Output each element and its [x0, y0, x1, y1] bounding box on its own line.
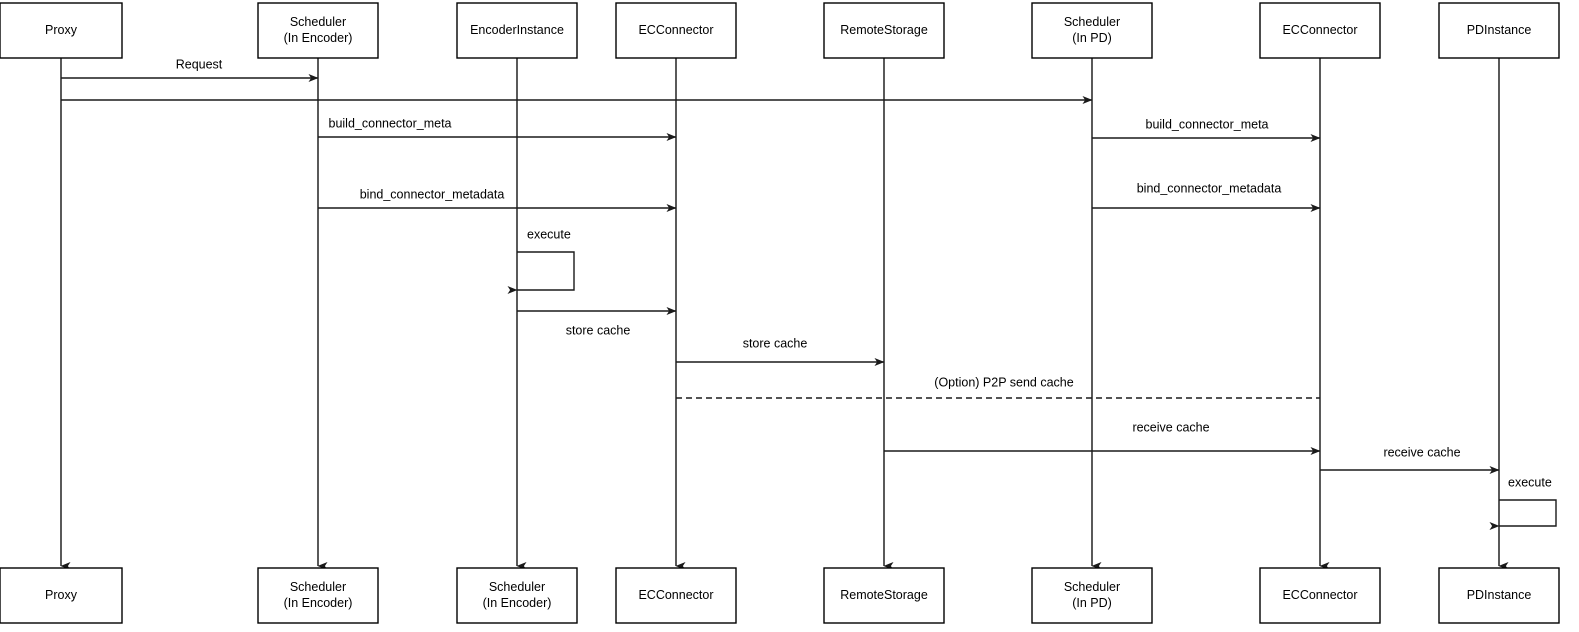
participant-header-box-remote_store[interactable] [823, 2, 945, 59]
participant-header-box-pd_inst[interactable] [1438, 2, 1560, 59]
self-message-loop-s1 [507, 251, 575, 294]
participant-footer-label-remote_store: RemoteStorage [840, 588, 928, 602]
participant-footers-group: Proxy Scheduler (In Encoder) Scheduler (In E… [0, 567, 1560, 624]
participant-header-label-ec_conn_pd: ECConnector [1282, 23, 1357, 37]
participant-footer-label-sched_pd: Scheduler [1064, 580, 1120, 594]
participant-footer-label-proxy: Proxy [45, 588, 78, 602]
participant-header-box-enc_inst[interactable] [456, 2, 578, 59]
message-label-m1: Request [176, 57, 223, 71]
participant-header-label-pd_inst: PDInstance [1467, 23, 1532, 37]
participant-footer-label-enc_inst: (In Encoder) [483, 596, 552, 610]
self-message-label-s2: execute [1508, 475, 1552, 489]
participant-footer-label-sched_enc: (In Encoder) [284, 596, 353, 610]
participant-footer-label-ec_conn_enc: ECConnector [638, 588, 713, 602]
participant-header-label-remote_store: RemoteStorage [840, 23, 928, 37]
participant-header-label-proxy: Proxy [45, 23, 78, 37]
participant-footer-box-sched_enc[interactable] [257, 567, 379, 624]
message-label-m8: store cache [743, 336, 808, 350]
self-messages-group: execute execute [507, 227, 1557, 530]
message-label-m10: receive cache [1132, 420, 1209, 434]
participant-footer-box-proxy[interactable] [0, 567, 123, 624]
participant-footer-box-remote_store[interactable] [823, 567, 945, 624]
participant-header-label-ec_conn_enc: ECConnector [638, 23, 713, 37]
participant-footer-box-enc_inst[interactable] [456, 567, 578, 624]
participant-header-box-ec_conn_enc[interactable] [615, 2, 737, 59]
participant-header-label-enc_inst: EncoderInstance [470, 23, 564, 37]
participant-header-label-sched_enc: Scheduler [290, 15, 346, 29]
message-label-m6: bind_connector_metadata [1137, 181, 1282, 195]
participant-footer-box-pd_inst[interactable] [1438, 567, 1560, 624]
participant-header-label-sched_enc: (In Encoder) [284, 31, 353, 45]
message-label-m11: receive cache [1383, 445, 1460, 459]
lifelines-group [60, 58, 1509, 570]
participant-headers-group: Proxy Scheduler (In Encoder) EncoderInstanc… [0, 2, 1560, 59]
participant-footer-label-pd_inst: PDInstance [1467, 588, 1532, 602]
participant-header-box-ec_conn_pd[interactable] [1259, 2, 1381, 59]
message-label-m9: (Option) P2P send cache [934, 375, 1073, 389]
message-label-m7: store cache [566, 323, 631, 337]
participant-footer-label-sched_pd: (In PD) [1072, 596, 1112, 610]
participant-footer-box-ec_conn_enc[interactable] [615, 567, 737, 624]
participant-footer-box-sched_pd[interactable] [1031, 567, 1153, 624]
participant-header-box-proxy[interactable] [0, 2, 123, 59]
message-label-m3: build_connector_meta [329, 116, 452, 130]
participant-footer-label-enc_inst: Scheduler [489, 580, 545, 594]
participant-footer-label-sched_enc: Scheduler [290, 580, 346, 594]
message-label-m4: build_connector_meta [1146, 117, 1269, 131]
participant-footer-label-ec_conn_pd: ECConnector [1282, 588, 1357, 602]
messages-group: Request build_connector_meta build_connect… [61, 57, 1500, 474]
self-message-loop-s2 [1489, 499, 1557, 530]
participant-header-label-sched_pd: (In PD) [1072, 31, 1112, 45]
message-label-m5: bind_connector_metadata [360, 187, 505, 201]
participant-header-box-sched_enc[interactable] [257, 2, 379, 59]
self-message-label-s1: execute [527, 227, 571, 241]
participant-footer-box-ec_conn_pd[interactable] [1259, 567, 1381, 624]
participant-header-box-sched_pd[interactable] [1031, 2, 1153, 59]
participant-header-label-sched_pd: Scheduler [1064, 15, 1120, 29]
